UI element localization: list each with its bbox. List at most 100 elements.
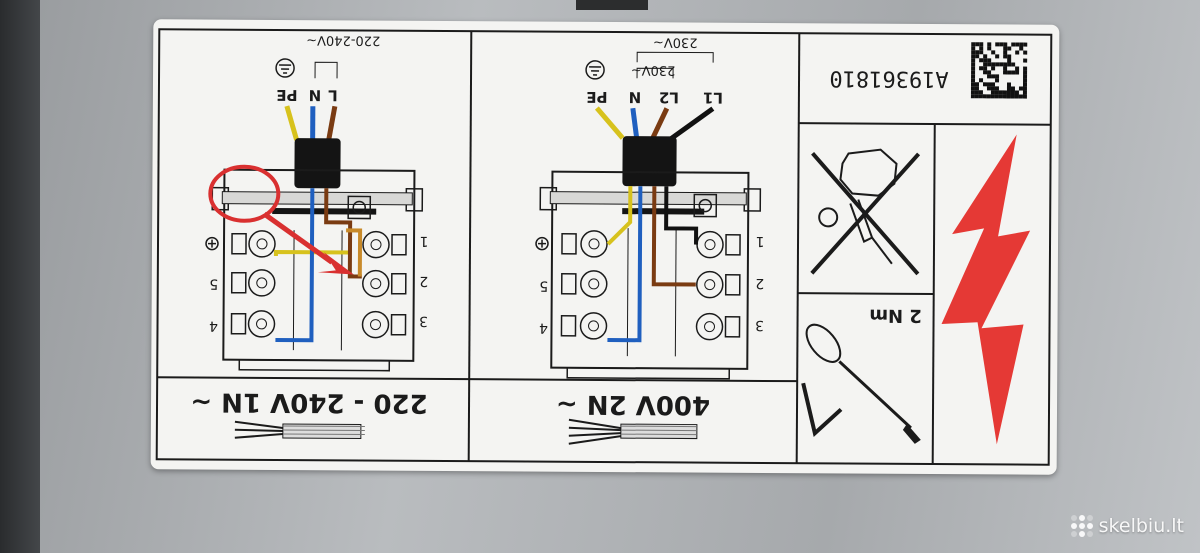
- datamatrix-cell: [1022, 90, 1027, 95]
- datamatrix-cell: [991, 66, 996, 71]
- left-wire-pe: [284, 105, 300, 141]
- datamatrix-cell: [1007, 54, 1012, 59]
- datamatrix-cell: [1006, 90, 1011, 95]
- highlight-arrow-head: [317, 252, 354, 275]
- middle-terminal-block: [535, 170, 762, 380]
- datamatrix-cell: [986, 86, 991, 91]
- datamatrix-cell: [971, 50, 976, 55]
- middle-supply-top: 230V~: [653, 34, 698, 49]
- datamatrix-cell: [986, 94, 991, 99]
- datamatrix-cell: [1023, 50, 1028, 55]
- watermark-dots-icon: [1070, 515, 1093, 537]
- datamatrix-cell: [975, 54, 980, 59]
- middle-num-5: 5: [539, 278, 548, 294]
- datamatrix-cell: [979, 50, 984, 55]
- datamatrix-cell: [979, 42, 984, 47]
- datamatrix-cell: [1015, 66, 1020, 71]
- left-num-5: 5: [209, 276, 218, 292]
- left-num-4: 4: [209, 318, 218, 334]
- datamatrix-cell: [982, 94, 987, 99]
- datamatrix-cell: [971, 74, 976, 79]
- datamatrix-cell: [1018, 86, 1023, 91]
- middle-wire-pe: [594, 106, 625, 140]
- datamatrix-cell: [970, 94, 975, 99]
- left-num-3: 3: [419, 313, 428, 329]
- left-wire-n-run: [275, 188, 315, 343]
- left-terminal-pe: PE: [276, 86, 297, 104]
- datamatrix-cell: [1011, 42, 1016, 47]
- datamatrix-cell: [971, 66, 976, 71]
- middle-title-divider: [469, 378, 798, 383]
- datamatrix-cell: [1007, 70, 1012, 75]
- left-ground-icon: [275, 58, 295, 78]
- torque-value: 2 Nm: [869, 305, 922, 326]
- datamatrix-cell: [987, 62, 992, 67]
- datamatrix-cell: [990, 94, 995, 99]
- left-title: 220 - 240V 1N ~: [190, 386, 427, 417]
- left-supply-bracket: [314, 61, 338, 79]
- middle-num-2: 2: [755, 275, 764, 291]
- datamatrix-cell: [1015, 70, 1020, 75]
- left-terminal-block: [205, 168, 424, 372]
- datamatrix-cell: [970, 86, 975, 91]
- datamatrix-cell: [978, 94, 983, 99]
- datamatrix-cell: [1019, 42, 1024, 47]
- datamatrix-cell: [979, 78, 984, 83]
- middle-num-4: 4: [539, 320, 548, 336]
- watermark-text: skelbiu.lt: [1098, 515, 1184, 537]
- left-supply-range: 220-240V~: [306, 32, 380, 47]
- datamatrix-cell: [1018, 94, 1023, 99]
- datamatrix-cell: [979, 58, 984, 63]
- middle-wire-pe-run: [606, 186, 633, 246]
- middle-ground-icon: [585, 60, 605, 80]
- left-cable-sleeve: [294, 138, 341, 189]
- middle-wire-l2-run: [651, 186, 696, 287]
- datamatrix-cell: [1007, 58, 1012, 63]
- datamatrix-cell: [1003, 70, 1008, 75]
- datamatrix-cell: [995, 62, 1000, 67]
- divider-left: [467, 31, 473, 462]
- datamatrix-cell: [1007, 46, 1012, 51]
- datamatrix-cell: [1003, 54, 1008, 59]
- datamatrix-cell: [998, 90, 1003, 95]
- datamatrix-cell: [1006, 82, 1012, 87]
- datamatrix-code: [970, 42, 1028, 99]
- left-num-1: 1: [420, 233, 429, 249]
- left-cable-icon: [234, 420, 365, 440]
- datamatrix-cell: [1015, 50, 1020, 55]
- datamatrix-cell: [1022, 82, 1028, 87]
- datamatrix-cell: [983, 58, 988, 63]
- lightning-hazard-icon: [941, 134, 1031, 445]
- datamatrix-cell: [1003, 50, 1008, 55]
- datamatrix-cell: [970, 82, 976, 87]
- datamatrix-cell: [1014, 90, 1019, 95]
- datamatrix-cell: [1003, 66, 1008, 71]
- datamatrix-cell: [990, 90, 995, 95]
- appliance-top-tab: [576, 0, 648, 10]
- datamatrix-cell: [986, 82, 992, 87]
- datamatrix-cell: [971, 42, 976, 47]
- no-drill-icon: [810, 148, 921, 276]
- wiring-diagram-svg: 220-240V~ PE N L: [155, 28, 1053, 466]
- left-wire-pe-run: [273, 249, 350, 257]
- datamatrix-cell: [1023, 74, 1028, 79]
- datamatrix-cell: [1023, 70, 1028, 75]
- datamatrix-cell: [1023, 66, 1028, 71]
- datamatrix-cell: [987, 58, 992, 63]
- left-wire-l-run: [324, 188, 362, 279]
- datamatrix-cell: [987, 46, 992, 51]
- datamatrix-cell: [987, 74, 992, 79]
- datamatrix-cell: [999, 42, 1004, 47]
- datamatrix-cell: [1022, 86, 1027, 91]
- datamatrix-cell: [1010, 86, 1015, 91]
- datamatrix-cell: [995, 42, 1000, 47]
- right-tool-divider: [797, 292, 934, 296]
- datamatrix-cell: [1007, 62, 1012, 67]
- datamatrix-cell: [987, 70, 992, 75]
- datamatrix-cell: [1019, 46, 1024, 51]
- datamatrix-cell: [991, 50, 996, 55]
- middle-terminal-pe: PE: [586, 88, 607, 106]
- datamatrix-cell: [979, 46, 984, 51]
- datamatrix-cell: [1006, 86, 1011, 91]
- datamatrix-cell: [983, 62, 988, 67]
